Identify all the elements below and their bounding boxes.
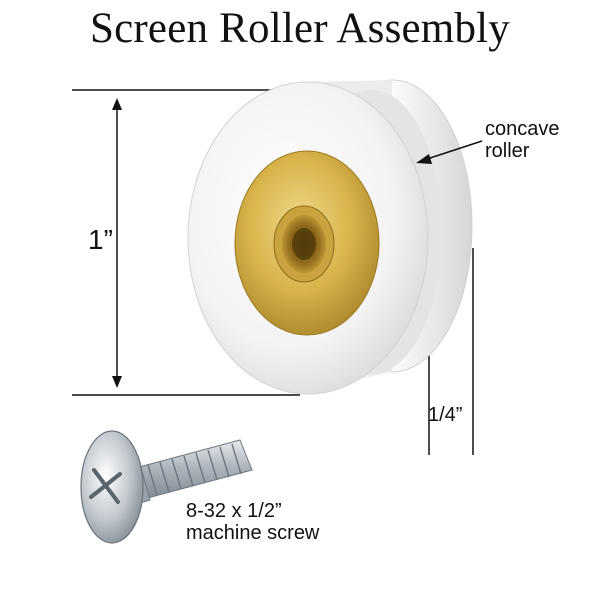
height-dimension: [72, 89, 300, 396]
screw-callout-line1: 8-32 x 1/2”: [186, 500, 282, 522]
width-dimension-label: 1/4”: [428, 404, 463, 426]
page-title: Screen Roller Assembly: [90, 5, 510, 52]
concave-roller: [187, 79, 473, 395]
machine-screw: [80, 430, 253, 544]
screw-callout: 8-32 x 1/2” machine screw: [186, 500, 319, 544]
screw-callout-line2: machine screw: [186, 522, 320, 544]
roller-callout-line1: concave: [485, 118, 560, 140]
height-dimension-label: 1”: [88, 224, 113, 255]
roller-callout-line2: roller: [485, 140, 530, 162]
roller-pointer-arrow: [416, 140, 483, 164]
roller-callout: concave roller: [485, 118, 560, 162]
